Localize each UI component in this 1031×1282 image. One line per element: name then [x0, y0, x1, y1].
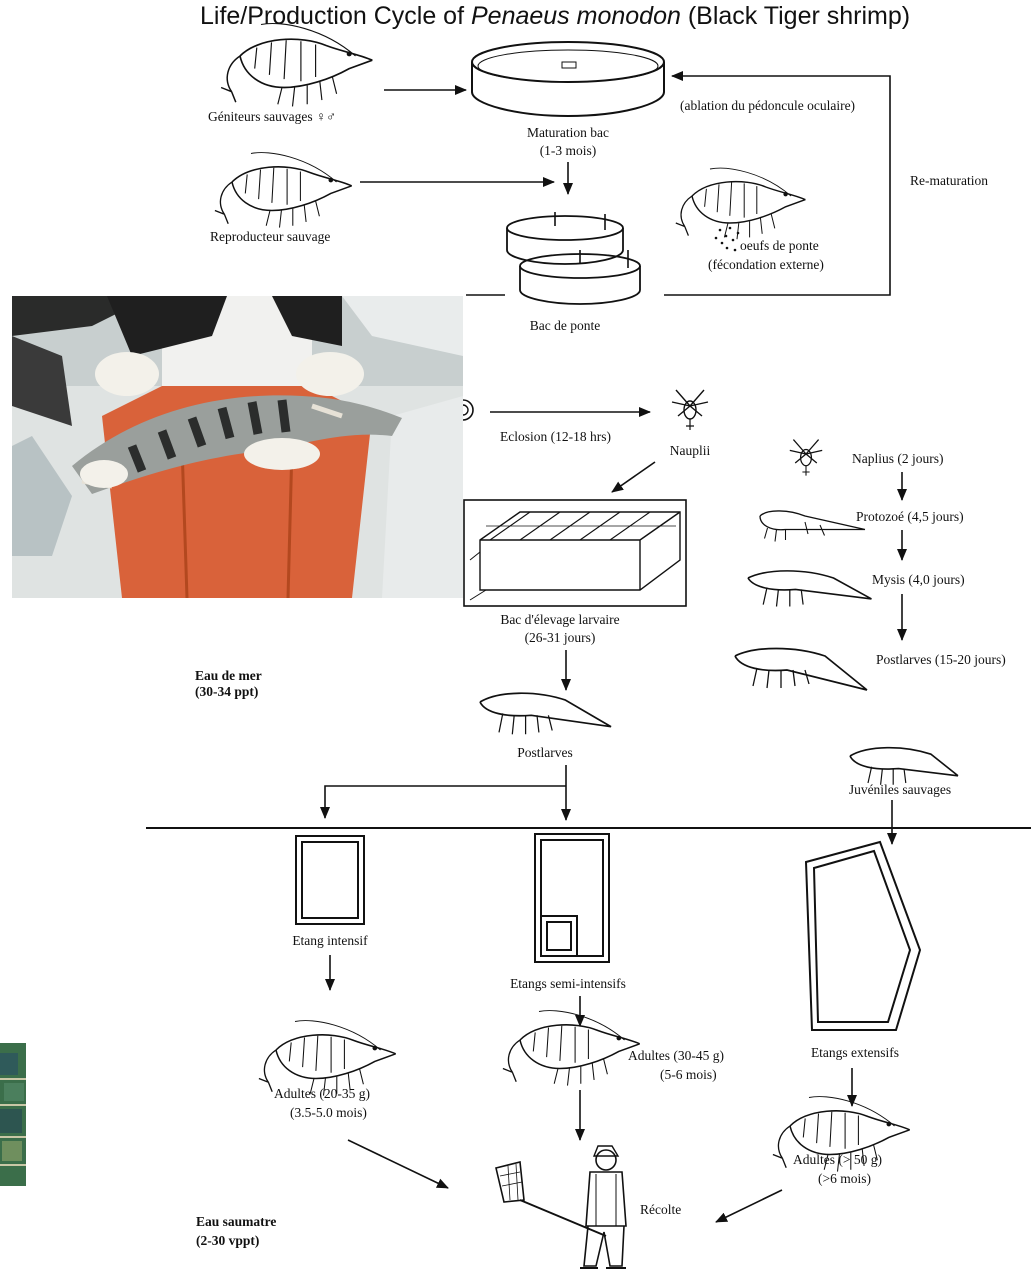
maturation-label: Maturation bac: [527, 125, 609, 140]
larval-tank-drawing: [470, 512, 680, 600]
etangs-extensifs-label: Etangs extensifs: [811, 1045, 899, 1060]
arrow-ext-recolte: [716, 1190, 782, 1222]
ablation-label: (ablation du pédoncule oculaire): [680, 98, 855, 113]
fecondation-label: (fécondation externe): [708, 257, 824, 272]
arrow-intensif-recolte: [348, 1140, 448, 1188]
bac-elevage-label: Bac d'élevage larvaire: [500, 612, 619, 627]
juveniles-shrimp-drawing: [850, 748, 958, 785]
semi-intensive-pond-drawing: [535, 834, 609, 962]
bac-elevage-duration: (26-31 jours): [525, 630, 596, 645]
adultes-ext-duration: (>6 mois): [818, 1171, 871, 1186]
diagram-title: Life/Production Cycle of Penaeus monodon…: [200, 2, 910, 30]
photo-aerial-ponds-svg: [0, 1043, 26, 1186]
intensive-pond-drawing: [296, 836, 364, 924]
eau-mer-ppt: (30-34 ppt): [195, 684, 258, 699]
postlarves-label: Postlarves: [517, 745, 573, 760]
etangs-semi-label: Etangs semi-intensifs: [510, 976, 626, 991]
juveniles-label: Juvéniles sauvages: [849, 782, 951, 797]
photo-tiger-shrimp-svg: [12, 296, 463, 598]
spawning-tanks-drawing: [507, 212, 640, 304]
mysis-stage-drawing: [748, 571, 872, 607]
adultes-intensif-duration: (3.5-5.0 mois): [290, 1105, 367, 1120]
eggs-dots: [715, 227, 740, 252]
naplius-label: Naplius (2 jours): [852, 451, 944, 466]
recolte-label: Récolte: [640, 1202, 681, 1217]
adult-semi-shrimp-drawing: [503, 1011, 640, 1086]
reproducteur-label: Reproducteur sauvage: [210, 229, 330, 244]
postlarves-stage-drawing: [735, 649, 867, 691]
arrow-nauplii-elevage: [612, 462, 655, 492]
protozoe-stage-drawing: [760, 511, 865, 542]
photo-tiger-shrimp: [12, 296, 463, 598]
nauplii-drawing: [672, 390, 708, 430]
geniteurs-label: Géniteurs sauvages ♀♂: [208, 109, 336, 124]
eau-saumatre-ppt: (2-30 vppt): [196, 1233, 259, 1248]
protozoe-label: Protozoé (4,5 jours): [856, 509, 964, 524]
extensive-pond-drawing: [806, 842, 920, 1030]
bac-ponte-label: Bac de ponte: [530, 318, 600, 333]
nauplii-label: Nauplii: [670, 443, 711, 458]
postlarves-stage-label: Postlarves (15-20 jours): [876, 652, 1006, 667]
harvester-drawing: [496, 1146, 626, 1268]
maturation-duration: (1-3 mois): [540, 143, 597, 158]
spawning-female-shrimp-drawing: [676, 168, 806, 239]
maturation-tank-drawing: [472, 42, 664, 116]
adultes-intensif-label: Adultes (20-35 g): [274, 1086, 370, 1101]
oeufs-label: oeufs de ponte: [740, 238, 819, 253]
adult-intensif-shrimp-drawing: [259, 1021, 396, 1096]
rematuration-label: Re-maturation: [910, 173, 988, 188]
postlarves-shrimp-drawing: [480, 693, 611, 734]
adultes-ext-label: Adultes (> 50 g): [793, 1152, 882, 1167]
adultes-semi-label: Adultes (30-45 g): [628, 1048, 724, 1063]
wild-broodstock-shrimp-drawing: [221, 23, 372, 106]
mysis-label: Mysis (4,0 jours): [872, 572, 965, 587]
adultes-semi-duration: (5-6 mois): [660, 1067, 717, 1082]
etang-intensif-label: Etang intensif: [292, 933, 368, 948]
photo-aerial-ponds: [0, 1043, 26, 1186]
reproducteur-shrimp-drawing: [215, 153, 352, 228]
eau-saumatre-label: Eau saumatre: [196, 1214, 276, 1229]
naplius-stage-drawing: [790, 440, 822, 476]
arrow-postlarves-intensif: [325, 786, 566, 818]
eau-mer-label: Eau de mer: [195, 668, 262, 683]
eclosion-label: Eclosion (12-18 hrs): [500, 429, 611, 444]
